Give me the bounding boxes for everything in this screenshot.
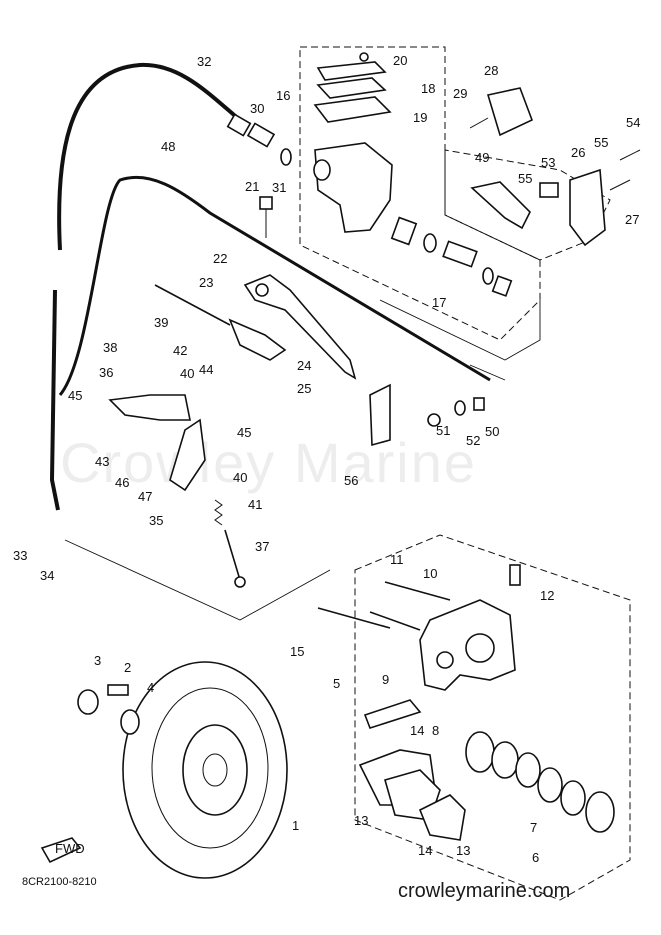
callout-19: 19 xyxy=(413,110,427,125)
callout-8: 8 xyxy=(432,723,439,738)
brake-disc-1 xyxy=(122,661,288,879)
callout-24: 24 xyxy=(297,358,311,373)
brake-lever-22 xyxy=(243,274,357,380)
callout-1: 1 xyxy=(292,818,299,833)
lever-49 xyxy=(470,181,531,230)
callout-42: 42 xyxy=(173,343,187,358)
cable-adjuster-30 xyxy=(226,113,292,166)
callout-34: 34 xyxy=(40,568,54,583)
disc-hardware xyxy=(77,684,140,735)
pedal-36 xyxy=(108,394,191,421)
callout-20: 20 xyxy=(393,53,407,68)
callout-43: 43 xyxy=(95,454,109,469)
callout-6: 6 xyxy=(532,850,539,865)
callout-3: 3 xyxy=(94,653,101,668)
callout-54: 54 xyxy=(626,115,640,130)
brake-cable-32 xyxy=(49,62,242,511)
callout-5: 5 xyxy=(333,676,340,691)
reservoir-cap-parts xyxy=(313,52,392,123)
callout-31: 31 xyxy=(272,180,286,195)
callout-49: 49 xyxy=(475,150,489,165)
callout-14b: 14 xyxy=(418,843,432,858)
callout-15: 15 xyxy=(290,644,304,659)
callout-16: 16 xyxy=(276,88,290,103)
callout-44: 44 xyxy=(199,362,213,377)
callout-56: 56 xyxy=(344,473,358,488)
master-cylinder-group-outline xyxy=(299,46,541,341)
callout-45b: 45 xyxy=(237,425,251,440)
rod-37 xyxy=(224,529,246,588)
callout-37: 37 xyxy=(255,539,269,554)
callout-10: 10 xyxy=(423,566,437,581)
fasteners-50-51-52 xyxy=(427,397,485,427)
callout-38: 38 xyxy=(103,340,117,355)
watermark: Crowley Marine xyxy=(60,431,477,494)
callout-48: 48 xyxy=(161,139,175,154)
piston-kit-17 xyxy=(390,216,513,297)
callout-17: 17 xyxy=(432,295,446,310)
callout-33: 33 xyxy=(13,548,27,563)
callout-18: 18 xyxy=(421,81,435,96)
callout-23: 23 xyxy=(199,275,213,290)
callout-25: 25 xyxy=(297,381,311,396)
brake-pads xyxy=(358,699,466,841)
fwd-arrow-icon: FWD xyxy=(40,837,85,864)
callout-21: 21 xyxy=(245,179,259,194)
callout-30: 30 xyxy=(250,101,264,116)
callout-35: 35 xyxy=(149,513,163,528)
callout-39: 39 xyxy=(154,315,168,330)
callout-28: 28 xyxy=(484,63,498,78)
callout-40a: 40 xyxy=(180,366,194,381)
callout-46: 46 xyxy=(115,475,129,490)
callout-13a: 13 xyxy=(354,813,368,828)
connection-lines xyxy=(64,299,541,621)
brake-arm-23 xyxy=(154,284,287,361)
callout-4: 4 xyxy=(147,680,154,695)
pistons-seals xyxy=(465,731,615,833)
callout-36: 36 xyxy=(99,365,113,380)
switch-28 xyxy=(469,87,534,137)
pedal-arm-35 xyxy=(169,418,206,492)
callout-41: 41 xyxy=(248,497,262,512)
callout-52: 52 xyxy=(466,433,480,448)
master-cylinder-body xyxy=(313,142,393,233)
fwd-label: FWD xyxy=(55,841,85,856)
callout-55a: 55 xyxy=(594,135,608,150)
caliper-bolts-10-15 xyxy=(317,581,451,631)
callout-7: 7 xyxy=(530,820,537,835)
pad-sensor-56 xyxy=(369,383,391,447)
callout-12: 12 xyxy=(540,588,554,603)
caliper-assembly-outline xyxy=(354,534,631,901)
bolt-21 xyxy=(259,196,273,238)
callout-53: 53 xyxy=(541,155,555,170)
callout-27: 27 xyxy=(625,212,639,227)
caliper-5 xyxy=(419,599,516,691)
bracket-26 xyxy=(539,168,606,247)
callout-11: 11 xyxy=(390,552,404,567)
callout-40b: 40 xyxy=(233,470,247,485)
spring-41 xyxy=(214,499,223,526)
callout-47: 47 xyxy=(138,489,152,504)
callout-26: 26 xyxy=(571,145,585,160)
brake-cable-48 xyxy=(58,175,491,396)
bolts-27-54 xyxy=(609,149,641,191)
callout-9: 9 xyxy=(382,672,389,687)
callout-55b: 55 xyxy=(518,171,532,186)
callout-45a: 45 xyxy=(68,388,82,403)
diagram-code: 8CR2100-8210 xyxy=(22,876,97,888)
callout-14a: 14 xyxy=(410,723,424,738)
callout-13b: 13 xyxy=(456,843,470,858)
callout-2: 2 xyxy=(124,660,131,675)
callout-22: 22 xyxy=(213,251,227,266)
callout-51: 51 xyxy=(436,423,450,438)
bleed-screw-12 xyxy=(509,564,521,586)
callout-32: 32 xyxy=(197,54,211,69)
callout-29: 29 xyxy=(453,86,467,101)
callout-50: 50 xyxy=(485,424,499,439)
site-url[interactable]: crowleymarine.com xyxy=(398,880,571,902)
callout-labels: 1 2 3 4 5 6 7 8 9 10 11 12 13 13 14 14 1… xyxy=(13,53,640,865)
